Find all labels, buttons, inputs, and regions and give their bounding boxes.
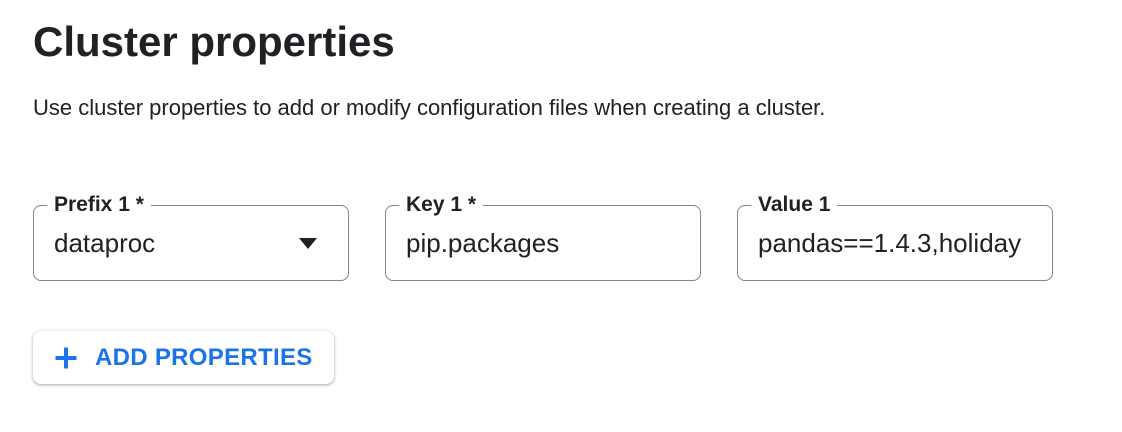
key-1-label: Key 1 * [399, 193, 484, 217]
value-1-field: Value 1 [737, 193, 1053, 281]
key-1-field: Key 1 * [385, 193, 701, 281]
prefix-1-field[interactable]: Prefix 1 * dataproc [33, 193, 349, 281]
value-1-label: Value 1 [751, 193, 838, 217]
add-properties-button[interactable]: ADD PROPERTIES [33, 331, 334, 384]
key-1-input[interactable] [386, 206, 700, 280]
cluster-properties-section: Cluster properties Use cluster propertie… [0, 17, 1122, 384]
prefix-1-label: Prefix 1 * [47, 193, 151, 217]
prefix-1-value: dataproc [54, 227, 156, 258]
page-description: Use cluster properties to add or modify … [33, 95, 826, 120]
value-1-input[interactable] [738, 206, 1052, 280]
plus-icon [52, 344, 80, 372]
add-properties-label: ADD PROPERTIES [95, 343, 313, 371]
property-row-1: Prefix 1 * dataproc Key 1 * Value 1 [33, 193, 1087, 281]
chevron-down-icon[interactable] [299, 238, 317, 249]
page-title: Cluster properties [33, 18, 395, 65]
